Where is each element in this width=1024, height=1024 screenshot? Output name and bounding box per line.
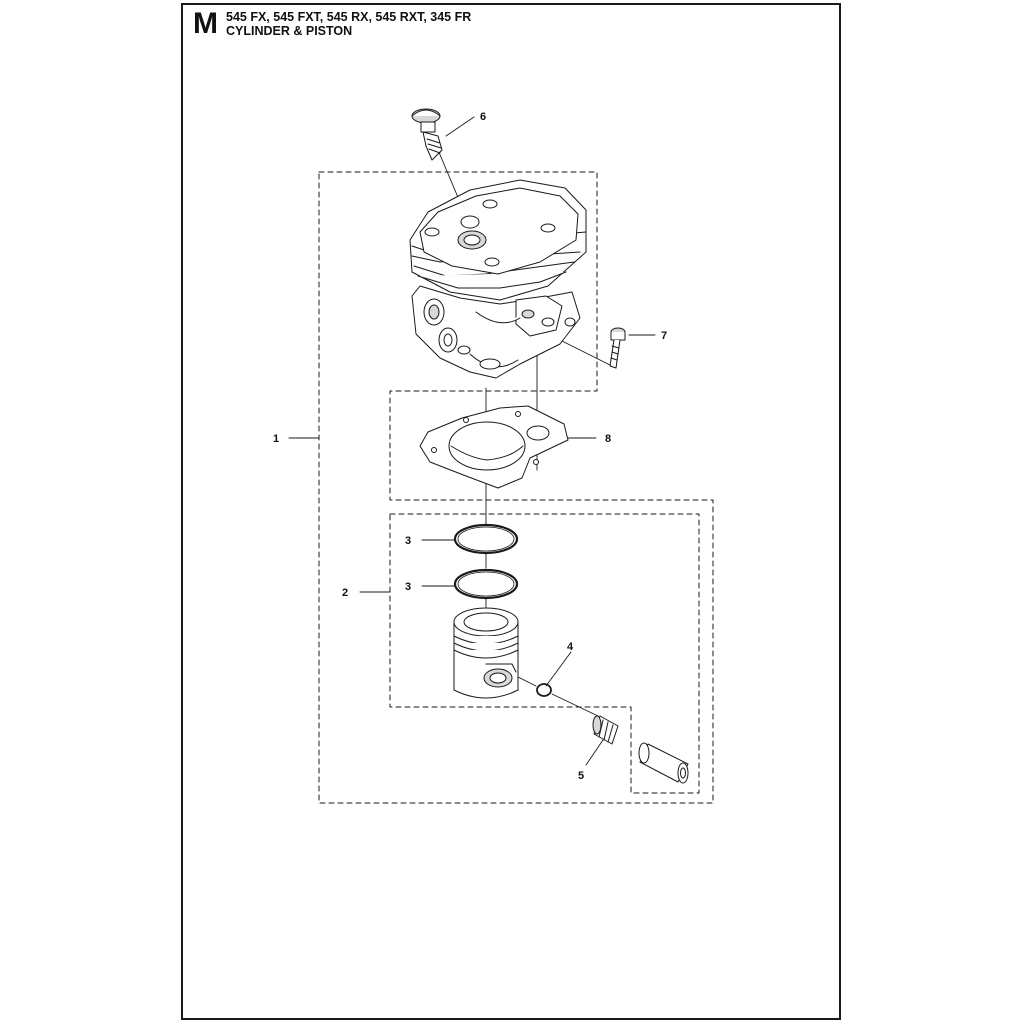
callout-2: 2: [342, 587, 348, 599]
assembly-boundary-piston: [389, 513, 700, 794]
drawing-frame: [181, 3, 841, 1020]
part-8-gasket: [419, 405, 569, 489]
part-3-piston-ring-upper: [453, 523, 519, 555]
part-5-needle-bearing: [592, 715, 619, 745]
callout-4: 4: [567, 641, 574, 653]
page-title: CYLINDER & PISTON: [226, 24, 353, 38]
part-6-decompression-valve: [411, 108, 443, 161]
leader-lines: [288, 116, 656, 766]
model-list: 545 FX, 545 FXT, 545 RX, 545 RXT, 345 FR: [226, 10, 472, 24]
part-2-piston: [453, 607, 519, 699]
callout-8: 8: [605, 433, 611, 445]
callout-5: 5: [578, 770, 584, 782]
part-4-circlip: [536, 683, 552, 697]
part-3-piston-ring-lower: [453, 568, 519, 600]
piston-pin: [638, 742, 689, 784]
callout-6: 6: [480, 111, 486, 123]
part-1-cylinder: [409, 179, 587, 379]
callout-3-lower-ring: 3: [405, 581, 411, 593]
callout-7: 7: [661, 330, 667, 342]
callout-3-upper-ring: 3: [405, 535, 411, 547]
assembly-boundary-cylinder: [318, 171, 714, 804]
section-letter: M: [193, 7, 218, 40]
callout-1: 1: [273, 433, 279, 445]
callout-numbers: 1 2 3 3 4 5 6 7 8: [273, 111, 667, 782]
part-7-screw: [609, 327, 626, 369]
